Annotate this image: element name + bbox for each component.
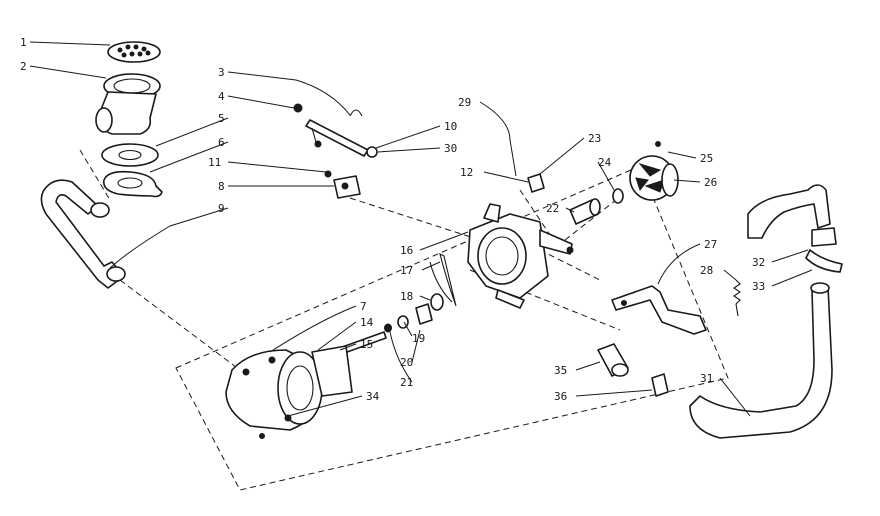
callout-5: 5 [218,112,225,125]
part-24-washer [612,188,624,204]
part-6-plate [102,170,163,198]
callout-33: 33 [752,280,765,293]
callout-28: 28 [700,264,713,277]
callout-labels: 1 2 3 4 5 6 11 8 9 10 30 29 23 12 24 25 … [20,36,765,403]
callout-2: 2 [20,60,27,73]
callout-32: 32 [752,256,765,269]
part-5-gasket [101,143,159,167]
callout-19: 19 [412,332,425,345]
part-8-bracket [324,170,361,199]
callout-26: 26 [704,176,717,189]
assembly-outline [175,165,729,491]
callout-25: 25 [700,152,713,165]
callout-12: 12 [460,166,473,179]
callout-29: 29 [458,96,471,109]
callout-15: 15 [360,338,373,351]
callout-3: 3 [218,66,225,79]
callout-31: 31 [700,372,713,385]
part-7-motor [225,345,353,439]
callout-1: 1 [20,36,27,49]
part-3-shaft [293,103,378,158]
callout-24: 24 [598,156,612,169]
callout-10: 10 [444,120,457,133]
callout-18: 18 [400,290,413,303]
part-31-drain-hose [689,184,843,439]
part-26-impeller [629,141,679,201]
callout-14: 14 [360,316,374,329]
callout-27: 27 [704,238,717,251]
leader-lines [29,41,813,417]
part-22-sleeve [569,198,601,225]
part-35-coupling [597,343,629,377]
callout-34: 34 [366,390,380,403]
callout-21: 21 [400,376,413,389]
part-18-seal-stack [384,293,444,333]
part-36-cap [651,373,669,397]
callout-11: 11 [208,156,221,169]
callout-23: 23 [588,132,601,145]
part-23-bearing [527,173,545,193]
callout-6: 6 [218,136,225,149]
callout-20: 20 [400,356,413,369]
callout-17: 17 [400,264,413,277]
alignment-lines [79,149,621,371]
part-28-spring [733,279,741,317]
callout-7: 7 [360,300,367,313]
callout-4: 4 [218,90,225,103]
callout-35: 35 [554,364,567,377]
part-1-strainer [107,41,161,63]
part-2-sump [95,73,161,135]
part-27-clamp-arm [611,285,707,335]
callout-8: 8 [218,180,225,193]
callout-9: 9 [218,202,225,215]
callout-22: 22 [546,202,559,215]
part-9-hose [40,179,126,289]
callout-36: 36 [554,390,567,403]
pump-housing [467,203,574,309]
callout-30: 30 [444,142,457,155]
callout-16: 16 [400,244,413,257]
